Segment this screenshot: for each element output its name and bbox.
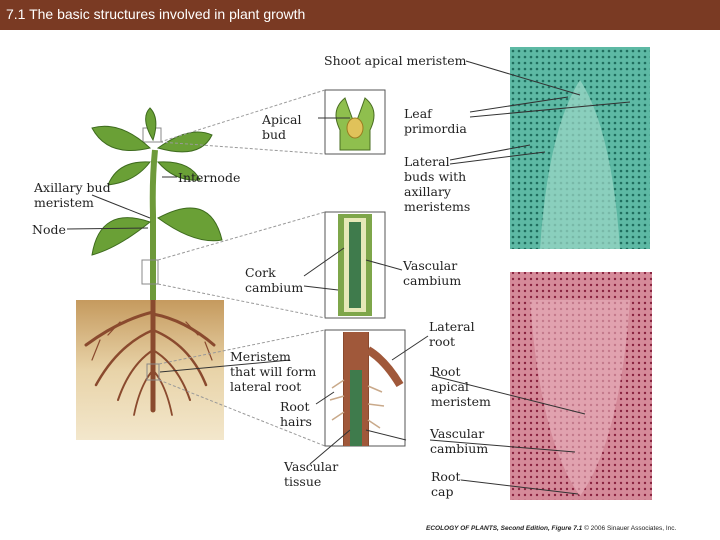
plant-growth-figure — [66, 47, 652, 500]
label-internode: Internode — [178, 170, 241, 185]
label-root-hairs: Root hairs — [280, 399, 312, 429]
credit-book: ECOLOGY OF PLANTS, Second Edition, Figur… — [426, 525, 583, 532]
label-shoot-apical-meristem: Shoot apical meristem — [324, 53, 467, 68]
label-lateral-root: Lateral root — [429, 319, 475, 349]
root-system — [84, 297, 216, 416]
slide-title: 7.1 The basic structures involved in pla… — [6, 6, 306, 22]
stem — [149, 149, 158, 300]
label-axillary-bud-meristem: Axillary bud meristem — [34, 180, 111, 210]
credit-copyright: © 2006 Sinauer Associates, Inc. — [584, 525, 677, 532]
stem-section-marker — [141, 259, 159, 285]
figure-credit: ECOLOGY OF PLANTS, Second Edition, Figur… — [426, 525, 676, 532]
label-vascular-cambium-upper: Vascular cambium — [403, 258, 462, 288]
label-cork-cambium: Cork cambium — [245, 265, 304, 295]
label-lateral-buds: Lateral buds with axillary meristems — [404, 154, 471, 214]
soil — [76, 300, 224, 440]
root-section-marker — [146, 363, 160, 381]
label-leaf-primordia: Leaf primordia — [404, 106, 467, 136]
label-vascular-tissue: Vascular tissue — [284, 459, 339, 489]
leader-lines — [66, 60, 631, 495]
label-apical-bud: Apical bud — [262, 112, 302, 142]
label-root-apical-meristem: Root apical meristem — [431, 364, 491, 409]
label-meristem-lateral-root: Meristem that will form lateral root — [230, 349, 317, 394]
title-bar: 7.1 The basic structures involved in pla… — [0, 0, 720, 30]
label-vascular-cambium-lower: Vascular cambium — [430, 426, 489, 456]
label-node: Node — [32, 222, 66, 237]
label-root-cap: Root cap — [431, 469, 461, 499]
leaves — [91, 107, 223, 256]
